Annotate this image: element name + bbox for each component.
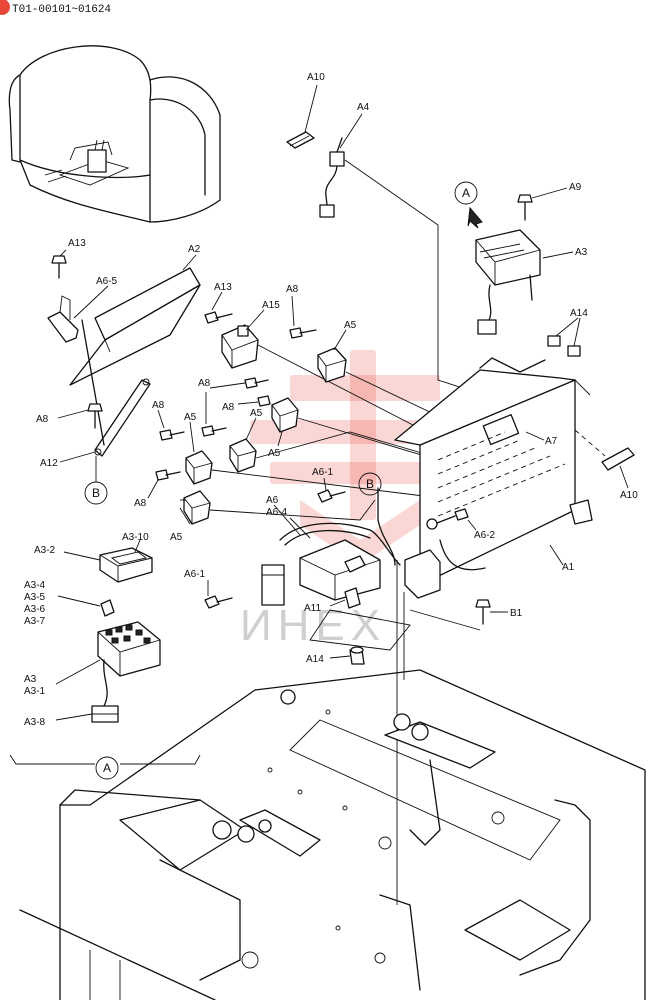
part-a11 [344,587,361,609]
label-a1: A1 [562,562,575,573]
label-a4: A4 [357,102,370,113]
label-a8-mid1: A8 [198,378,211,389]
relay-a15 [221,324,259,369]
label-a7: A7 [545,436,558,447]
callout-a-top-text: A [462,186,470,200]
callout-a-bottom-text: A [103,761,111,775]
serial-range: T01-00101~01624 [12,4,111,16]
label-a6-2: A6-2 [474,530,496,541]
label-a3-2: A3-2 [34,545,56,556]
label-a3-10: A3-10 [122,532,149,543]
label-a5-top: A5 [344,320,357,331]
label-a5-mid1: A5 [184,412,197,423]
fuse-a10-top [286,131,315,149]
cover-a2 [69,267,201,386]
bolt-a8-low [155,469,181,481]
label-a5-mid3: A5 [268,448,281,459]
label-a9: A9 [569,182,582,193]
bolt-a13-mid [204,311,233,324]
label-a8-top: A8 [286,284,299,295]
bracket-a6-5 [47,295,79,343]
header-badge [0,0,10,15]
clip-a14-low [349,646,365,665]
label-a13-left: A13 [68,238,86,249]
label-a3-1: A3-1 [24,686,46,697]
label-a6: A6 [266,495,279,506]
callout-a-bottom [95,756,119,780]
label-a2: A2 [188,244,201,255]
view-a-bracket [9,754,201,765]
label-a8-mid3: A8 [152,400,165,411]
label-a5-mid2: A5 [250,408,263,419]
label-a6-4: A6-4 [266,507,288,518]
base-frame [19,669,646,1000]
fuse-a10-right [574,429,635,471]
relay-a5-mid3 [271,397,299,433]
bolt-a13-left [51,255,67,279]
harness-a6 [261,487,486,606]
label-a3-8: A3-8 [24,717,46,728]
view-arrow [467,206,483,229]
label-a6-1-low: A6-1 [184,569,206,580]
label-a8-left: A8 [36,414,49,425]
label-a8-mid2: A8 [222,402,235,413]
relay-a4 [319,137,345,218]
label-a14-low: A14 [306,654,324,665]
cover-a3-2 [99,547,153,583]
bolt-a8-mid2 [257,395,271,407]
label-a14-top: A14 [570,308,588,319]
callout-b-left-text: B [92,486,100,500]
label-a3-main: A3 [24,674,37,685]
callout-b-center-text: B [366,477,374,491]
label-a10-top: A10 [307,72,325,83]
label-a3-7: A3-7 [24,616,46,627]
label-a6-5: A6-5 [96,276,118,287]
bolt-a8-top [289,327,317,339]
label-a3-4: A3-4 [24,580,46,591]
bracket-a1 [394,357,593,586]
callout-a-top [454,181,478,205]
label-a3-5: A3-5 [24,592,46,603]
bolt-a8-left [87,403,103,429]
relay-a5-mid2 [229,438,257,473]
controller-a3 [475,229,541,335]
cab-inset [8,45,221,223]
fuse-clip-a3-4 [100,599,115,617]
bolt-a9 [517,194,533,221]
label-a15: A15 [262,300,280,311]
bolt-a6-1-low [204,595,233,609]
bolt-b1 [475,599,491,625]
label-a10-right: A10 [620,490,638,501]
strap-a12 [81,319,151,457]
bolt-a8-mid3 [159,429,185,441]
bolt-a8-extra [201,425,227,437]
bolt-a8-mid1 [244,377,269,389]
watermark-text: ИНЕХ [240,601,386,650]
label-a8-low: A8 [134,498,147,509]
fuse-box-a3 [91,621,161,723]
label-a11: A11 [304,603,321,614]
relay-a5-mid1 [185,450,213,485]
bolt-a6-2 [426,508,469,530]
label-a13-mid: A13 [214,282,232,293]
label-b1: B1 [510,608,523,619]
label-a3: A3 [575,247,588,258]
relay-a5-low [183,490,211,525]
label-a12: A12 [40,458,58,469]
label-a3-6: A3-6 [24,604,46,615]
label-a6-1-top: A6-1 [312,467,334,478]
callout-b-center [358,472,382,496]
bolt-a6-1-top [317,489,346,503]
label-a5-low: A5 [170,532,183,543]
